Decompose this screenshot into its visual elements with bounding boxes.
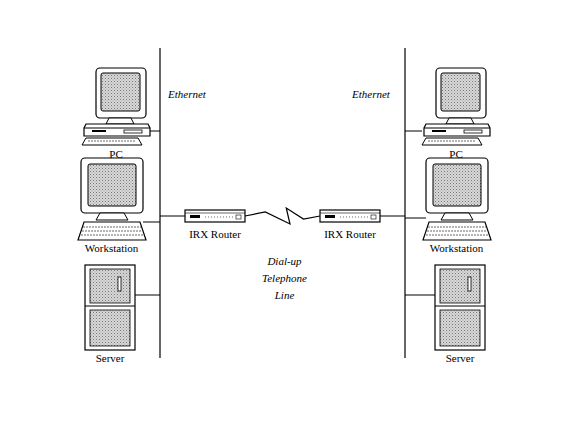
device-label: PC	[449, 148, 462, 161]
pc-icon	[422, 68, 490, 145]
device-label: Server	[446, 352, 475, 365]
workstation-icon	[78, 158, 146, 240]
server-node: Server	[435, 265, 485, 350]
pc-icon	[82, 68, 150, 145]
dialup-line	[245, 208, 320, 224]
server-icon	[435, 265, 485, 350]
server-node: Server	[85, 265, 135, 350]
device-label: IRX Router	[189, 228, 241, 241]
workstation-node: Workstation	[78, 158, 145, 240]
router-node: IRX Router	[320, 210, 380, 222]
workstation-node: Workstation	[423, 158, 490, 240]
network-label: Ethernet	[352, 88, 390, 100]
router-icon	[185, 210, 245, 222]
router-icon	[320, 210, 380, 222]
device-label: Workstation	[85, 242, 139, 255]
ethernet-bus	[159, 48, 160, 358]
device-label: IRX Router	[324, 228, 376, 241]
device-label: Server	[96, 352, 125, 365]
server-icon	[85, 265, 135, 350]
workstation-icon	[423, 158, 491, 240]
device-label: Workstation	[430, 242, 484, 255]
device-label: PC	[109, 148, 122, 161]
pc-node: PC	[82, 68, 150, 146]
ethernet-bus	[404, 48, 405, 358]
line-label: Dial-up Telephone Line	[260, 253, 309, 304]
pc-node: PC	[422, 68, 490, 146]
network-label: Ethernet	[168, 88, 206, 100]
router-node: IRX Router	[185, 210, 245, 222]
